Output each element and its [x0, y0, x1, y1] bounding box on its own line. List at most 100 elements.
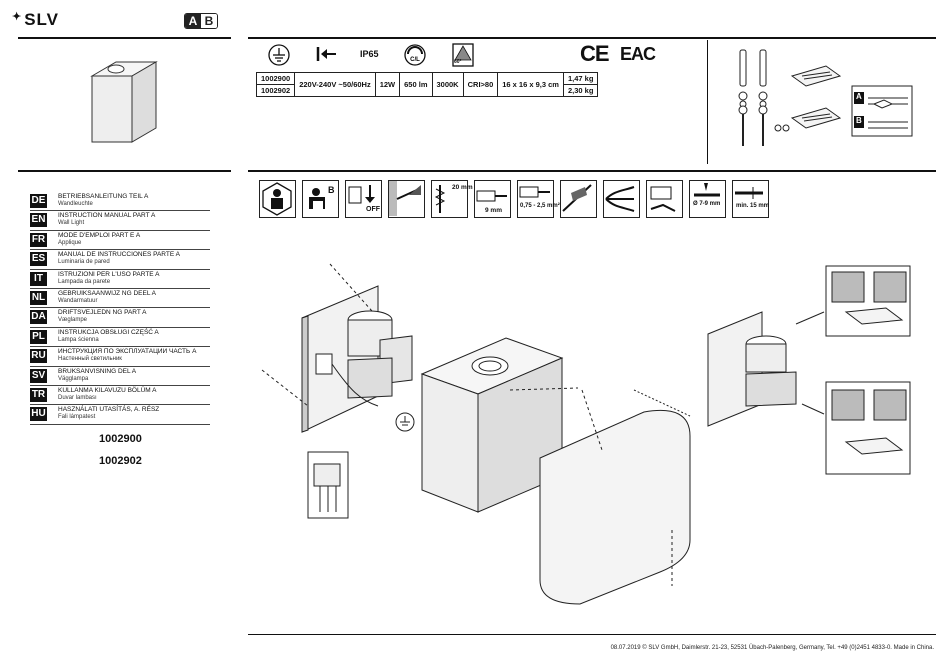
spec-dimensions: 16 x 16 x 9,3 cm [497, 72, 564, 97]
drill-depth-label: 20 mm [452, 184, 473, 191]
dimmable-icon: C/L [404, 44, 426, 71]
min-length-icon: min. 15 mm [732, 180, 769, 218]
cable-prep-icon [560, 180, 597, 218]
logo-star-icon: ✦ [12, 11, 23, 23]
language-code: FR [30, 232, 47, 247]
language-title: MANUAL DE INSTRUCCIONES PARTE A [58, 251, 180, 259]
electrician-required-icon [259, 180, 296, 218]
spec-cri: CRI>80 [462, 72, 499, 97]
spec-weight-2: 2,30 kg [562, 84, 599, 97]
language-code: PL [30, 329, 47, 344]
product-thumbnail [90, 61, 158, 143]
cable-wires-icon [603, 180, 640, 218]
language-code: ES [30, 252, 47, 267]
language-subtitle: Duvar lambası [58, 394, 97, 401]
language-title: DRIFTSVEJLEDN NG PART A [58, 309, 147, 317]
exploded-assembly-drawing [261, 263, 691, 605]
language-code: HU [30, 407, 47, 422]
language-subtitle: Fali lámpatest [58, 414, 96, 421]
section-rule-left [18, 170, 231, 172]
spec-color-temp: 3000K [431, 72, 464, 97]
language-code: NL [30, 290, 47, 305]
power-off-label: OFF [366, 206, 380, 213]
cable-diameter-label: Ø 7-9 mm [693, 201, 721, 207]
mounting-label-b: B [856, 116, 862, 125]
accessories-illustration [738, 49, 913, 146]
article-number-1: 1002900 [99, 433, 142, 445]
vertical-divider [707, 40, 708, 164]
part-badge-b: B [201, 14, 217, 28]
drill-depth-icon: 20 mm [431, 180, 473, 218]
language-code: DE [30, 194, 47, 208]
language-title: KULLANMA KILAVUZU BÖLÜM A [58, 386, 157, 394]
wall-drill-icon [388, 180, 425, 218]
cable-section-icon: 0,75 - 2,5 mm² [517, 180, 560, 218]
language-code: RU [30, 349, 47, 364]
language-title: ISTRUZIONI PER L'USO PARTE A [58, 270, 160, 278]
article-number-2: 1002902 [99, 455, 142, 467]
svg-text:C/L: C/L [410, 57, 420, 63]
strip-cable-icon: 9 mm [474, 180, 511, 218]
read-manual-icon: B [302, 180, 339, 218]
language-subtitle: Wandleuchte [58, 201, 93, 207]
power-off-icon: OFF [345, 180, 382, 218]
strip-length-label: 9 mm [485, 207, 502, 214]
language-title: HASZNÁLATI UTASÍTÁS, A. RÉSZ [58, 406, 160, 414]
slv-logo: ✦SLV [12, 10, 60, 29]
spec-table: 1002900 220V-240V ~50/60Hz 12W 650 lm 30… [255, 72, 599, 97]
spec-voltage: 220V-240V ~50/60Hz [294, 72, 376, 97]
cable-gland-icon [646, 180, 683, 218]
language-subtitle: Luminaria de pared [58, 259, 110, 266]
language-title: INSTRUCTION MANUAL PART A [58, 212, 156, 220]
language-subtitle: Vägglampa [58, 375, 89, 382]
cable-diameter-icon: Ø 7-9 mm [689, 180, 726, 218]
language-subtitle: Lampada da parete [58, 278, 111, 285]
language-title: BETRIEBSANLEITUNG TEIL A [58, 193, 149, 200]
language-subtitle: Wall Light [58, 220, 85, 227]
footer-text: 08.07.2019 © SLV GmbH, Daimlerstr. 21-23… [610, 645, 934, 651]
ip-rating: IP65 [360, 49, 379, 59]
language-title: BRUKSANVISNING DEL A [58, 367, 137, 375]
beam-angle-value: 60° [454, 59, 462, 65]
earth-symbol-icon [268, 44, 290, 71]
header-rule-right [248, 37, 936, 39]
language-subtitle: Applique [58, 239, 82, 246]
language-subtitle: Lampa ścienna [58, 336, 99, 343]
mounting-detail-drawing [707, 265, 911, 475]
part-badge: A B [184, 13, 218, 29]
language-title: MODE D'EMPLOI PART E A [58, 231, 141, 239]
language-code: EN [30, 213, 47, 228]
language-code: IT [30, 271, 47, 286]
mounting-label-group [851, 85, 913, 137]
spec-power: 12W [374, 72, 401, 97]
mounting-label-a: A [856, 92, 862, 101]
language-code: TR [30, 387, 47, 402]
spec-article-1: 1002900 [255, 72, 296, 85]
section-rule-right [248, 170, 936, 172]
language-subtitle: Настенный светильник [58, 356, 122, 363]
ce-mark: CE [580, 41, 610, 66]
language-title: GEBRUIKSAANWIJZ NG DEEL A [58, 289, 157, 297]
min-length-label: min. 15 mm [736, 203, 770, 209]
language-subtitle: Wandarmatuur [58, 297, 98, 304]
language-code: DA [30, 310, 47, 325]
cable-section-label: 0,75 - 2,5 mm² [520, 203, 560, 209]
language-code: SV [30, 368, 47, 383]
language-title: INSTRUKCJA OBSŁUGI CZĘŚĆ A [58, 328, 159, 336]
part-badge-a: A [185, 14, 201, 28]
spec-weight-1: 1,47 kg [562, 72, 599, 85]
eac-mark: EAC [620, 44, 656, 64]
language-title: ИНСТРУКЦИЯ ПО ЭКСПЛУАТАЦИИ ЧАСТЬ A [58, 348, 197, 356]
spec-article-2: 1002902 [255, 84, 296, 97]
